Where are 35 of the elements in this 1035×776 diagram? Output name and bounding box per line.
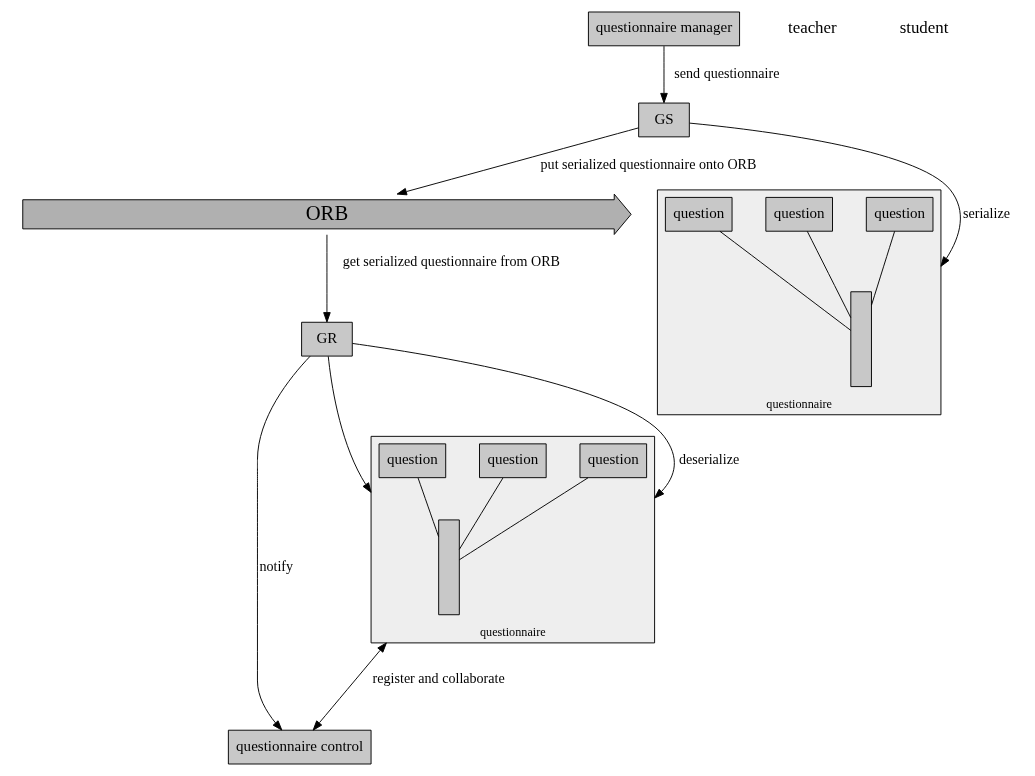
arrow <box>312 642 387 731</box>
connector <box>870 230 895 306</box>
connector <box>417 477 439 538</box>
edge-label: notify <box>258 557 293 574</box>
edge-label: get serialized questionnaire from ORB <box>342 253 560 270</box>
node-box: question <box>865 196 933 232</box>
arrow <box>256 355 311 731</box>
node-bar <box>849 291 872 388</box>
edge-label: deserialize <box>678 451 739 468</box>
node-box: question <box>664 196 733 232</box>
edge-label: register and collaborate <box>372 670 505 687</box>
arrow <box>322 234 331 323</box>
node-box: questionnaire manager <box>587 11 740 47</box>
node-box: question <box>579 443 647 479</box>
label: teacher <box>787 18 837 38</box>
node-box: question <box>478 443 547 479</box>
node-box: GS <box>637 102 690 138</box>
label: student <box>899 18 948 38</box>
node-box: questionnaire control <box>227 729 372 765</box>
connector <box>719 230 851 331</box>
arrow <box>327 355 372 493</box>
edge-label: serialize <box>962 204 1010 221</box>
arrow <box>688 122 961 267</box>
node-box: question <box>378 443 446 479</box>
node-bar <box>437 519 460 616</box>
node-box: GR <box>300 321 353 357</box>
arrow <box>659 45 668 104</box>
arrow <box>351 342 675 499</box>
connector <box>806 230 851 319</box>
arrow <box>396 127 639 196</box>
connector <box>458 477 503 550</box>
node-box: question <box>764 196 833 232</box>
edge-label: put serialized questionnaire onto ORB <box>540 155 756 172</box>
connector <box>458 477 588 561</box>
edge-label: send questionnaire <box>673 64 779 81</box>
